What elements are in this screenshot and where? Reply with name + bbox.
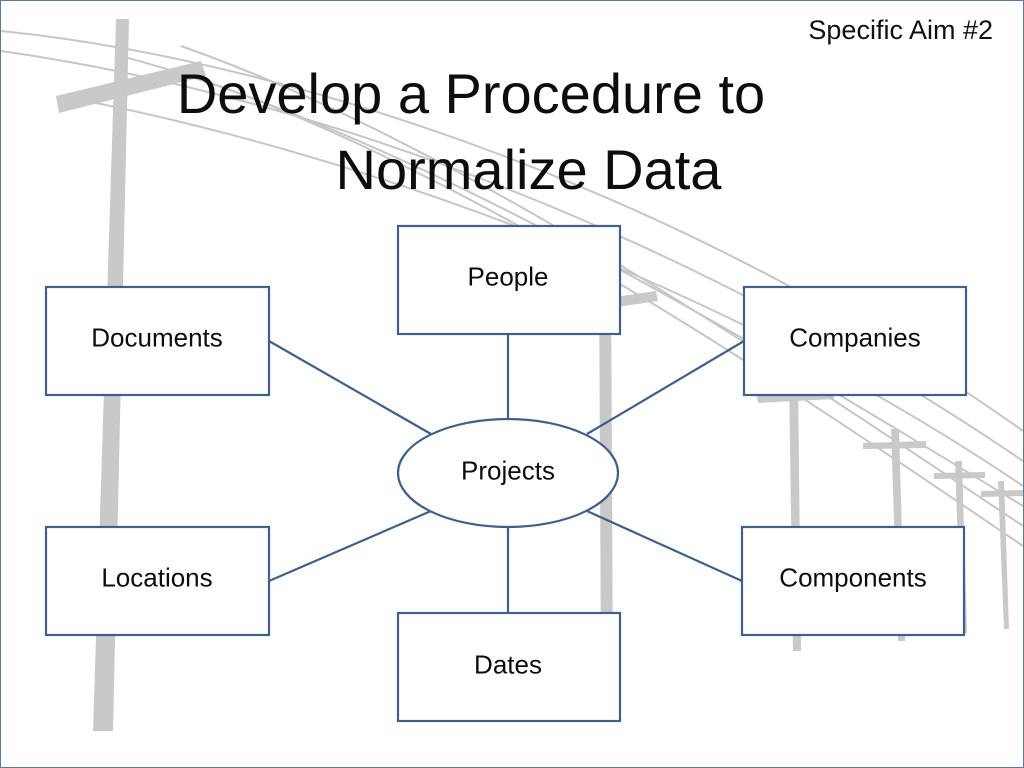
box-documents [44, 285, 271, 397]
slide-title: Develop a Procedure to Normalize Data [176, 56, 831, 208]
connector-locations [268, 509, 432, 583]
node-locations: Locations [101, 562, 213, 593]
connector-documents [268, 340, 432, 435]
connector-components [586, 509, 743, 583]
title-line-2: Normalize Data [335, 138, 722, 201]
ellipse-projects [396, 417, 620, 529]
box-dates [396, 611, 622, 723]
node-companies: Companies [789, 322, 921, 353]
title-line-1: Develop a Procedure to [176, 62, 766, 125]
box-components [740, 525, 966, 637]
box-companies [742, 285, 968, 397]
node-projects: Projects [461, 455, 555, 486]
node-people: People [467, 261, 549, 292]
node-dates: Dates [474, 649, 542, 680]
specific-aim-label: Specific Aim #2 [808, 15, 993, 45]
connector-companies [586, 340, 745, 435]
box-locations [44, 525, 271, 637]
node-documents: Documents [91, 322, 223, 353]
node-components: Components [779, 562, 927, 593]
box-people [396, 224, 622, 336]
